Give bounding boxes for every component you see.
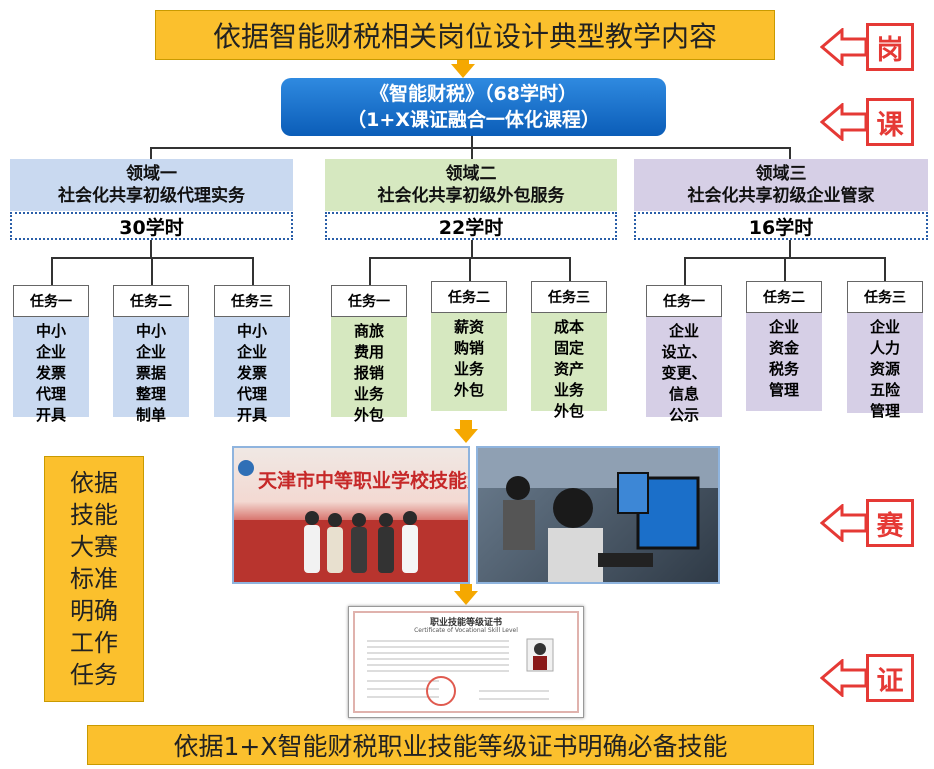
domain-3-hours: 16学时 (634, 212, 928, 240)
certificate-body (367, 638, 554, 706)
task-body: 中小企业发票代理开具 (13, 317, 89, 424)
top-banner: 依据智能财税相关岗位设计典型教学内容 (155, 10, 775, 60)
left-arrow-icon (820, 103, 868, 141)
domain-subtitle: 社会化共享初级外包服务 (377, 186, 565, 206)
connector-line (469, 257, 471, 285)
task-header: 任务二 (746, 281, 822, 313)
tag-gang: 岗 (866, 23, 914, 71)
arrow-stem (460, 584, 472, 592)
competition-photo: 天津市中等职业学校技能大赛 (232, 446, 470, 584)
certificate-subtitle: Certificate of Vocational Skill Level (414, 627, 518, 634)
connector-line (150, 147, 790, 149)
task-body: 商旅费用报销业务外包 (331, 317, 407, 424)
classroom-photo (476, 446, 720, 584)
tag-sai: 赛 (866, 499, 914, 547)
domain-1-header: 领域一 社会化共享初级代理实务 (10, 159, 293, 211)
domain-title: 领域三 (755, 164, 807, 184)
task-body: 成本固定资产业务外包 (531, 313, 607, 420)
task-header: 任务一 (331, 285, 407, 317)
bottom-banner: 依据1+X智能财税职业技能等级证书明确必备技能 (87, 725, 814, 765)
connector-line (784, 257, 786, 285)
connector-line (471, 136, 473, 148)
connector-line (684, 257, 686, 285)
connector-line (150, 147, 152, 159)
left-arrow-icon (820, 659, 868, 697)
task-header: 任务二 (113, 285, 189, 317)
certificate-image: 职业技能等级证书 Certificate of Vocational Skill… (348, 606, 584, 718)
task-body: 中小企业票据整理制单 (113, 317, 189, 424)
connector-line (789, 240, 791, 258)
down-arrow-icon (454, 429, 478, 443)
course-subtitle: （1+X课证融合一体化课程） (347, 109, 600, 131)
connector-line (471, 240, 473, 258)
task-header: 任务三 (847, 281, 923, 313)
domain-title: 领域一 (126, 164, 177, 184)
classroom-scene (478, 448, 718, 582)
connector-line (369, 257, 371, 285)
domain-2-hours: 22学时 (325, 212, 617, 240)
task-header: 任务一 (13, 285, 89, 317)
course-title: 《智能财税》（68学时） (370, 83, 577, 105)
certificate-title: 职业技能等级证书 (429, 618, 502, 628)
domain-3-header: 领域三 社会化共享初级企业管家 (634, 159, 928, 211)
task-body: 企业人力资源五险管理 (847, 313, 923, 420)
connector-line (789, 147, 791, 159)
arrow-stem (460, 420, 472, 430)
task-header: 任务三 (531, 281, 607, 313)
task-body: 中小企业发票代理开具 (214, 317, 290, 424)
task-body: 企业设立、变更、信息公示 (646, 317, 722, 424)
task-body: 企业资金税务管理 (746, 313, 822, 411)
task-header: 任务一 (646, 285, 722, 317)
connector-line (569, 257, 571, 285)
connector-line (151, 257, 153, 285)
domain-subtitle: 社会化共享初级企业管家 (687, 186, 875, 206)
connector-line (150, 240, 152, 258)
tag-ke: 课 (866, 98, 914, 146)
arrow-stem (457, 60, 469, 66)
domain-subtitle: 社会化共享初级代理实务 (58, 186, 245, 206)
connector-line (884, 257, 886, 285)
down-arrow-icon (454, 591, 478, 605)
competition-scene (234, 460, 468, 582)
connector-line (252, 257, 254, 285)
task-header: 任务二 (431, 281, 507, 313)
down-arrow-icon (451, 64, 475, 78)
left-arrow-icon (820, 28, 868, 66)
left-arrow-icon (820, 504, 868, 542)
task-header: 任务三 (214, 285, 290, 317)
domain-2-header: 领域二 社会化共享初级外包服务 (325, 159, 617, 211)
connector-line (471, 147, 473, 159)
domain-title: 领域二 (445, 164, 497, 184)
course-box: 《智能财税》（68学时） （1+X课证融合一体化课程） (281, 78, 666, 136)
connector-line (51, 257, 53, 285)
domain-1-hours: 30学时 (10, 212, 293, 240)
certificate-border (353, 611, 579, 713)
tag-zheng: 证 (866, 654, 914, 702)
competition-banner-text: 天津市中等职业学校技能大赛 (258, 470, 468, 492)
left-info-box: 依据 技能 大赛 标准 明确 工作 任务 (44, 456, 144, 702)
task-body: 薪资购销业务外包 (431, 313, 507, 411)
